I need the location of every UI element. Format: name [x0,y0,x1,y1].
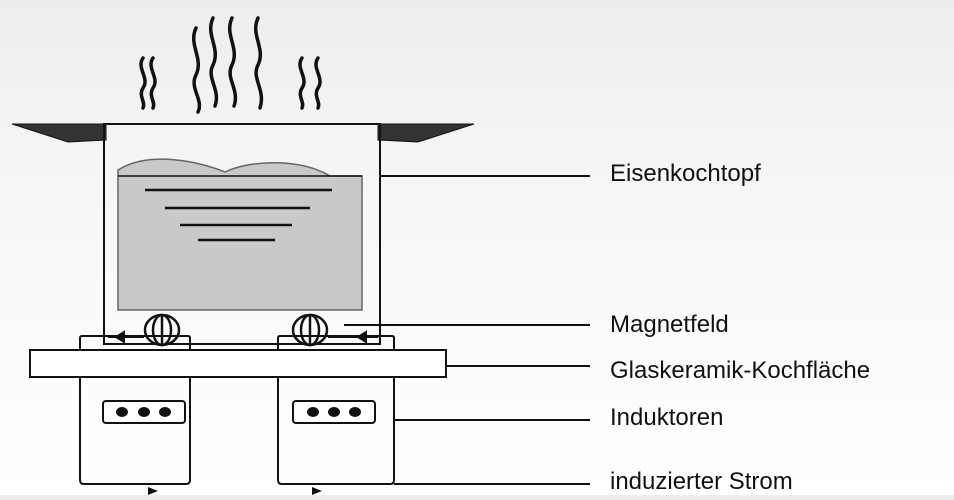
inductor-right [277,335,395,485]
label-induced-current: induzierter Strom [610,468,793,495]
leader-lines [344,175,590,485]
label-magnetic-field: Magnetfeld [610,311,729,338]
inductor-control-icon [102,400,376,424]
inductor-left [79,335,191,485]
glass-ceramic-surface [29,349,447,378]
label-glass-ceramic-surface: Glaskeramik-Kochfläche [610,357,871,384]
magnetic-field-coil-icon [143,313,329,347]
induced-current-arrows [148,487,322,495]
label-pot: Eisenkochtopf [610,160,761,187]
steam-icon [139,16,322,114]
label-inductors: Induktoren [610,404,724,431]
pot-handles [11,123,475,143]
water-in-pot [117,158,363,311]
iron-pot [103,123,381,345]
